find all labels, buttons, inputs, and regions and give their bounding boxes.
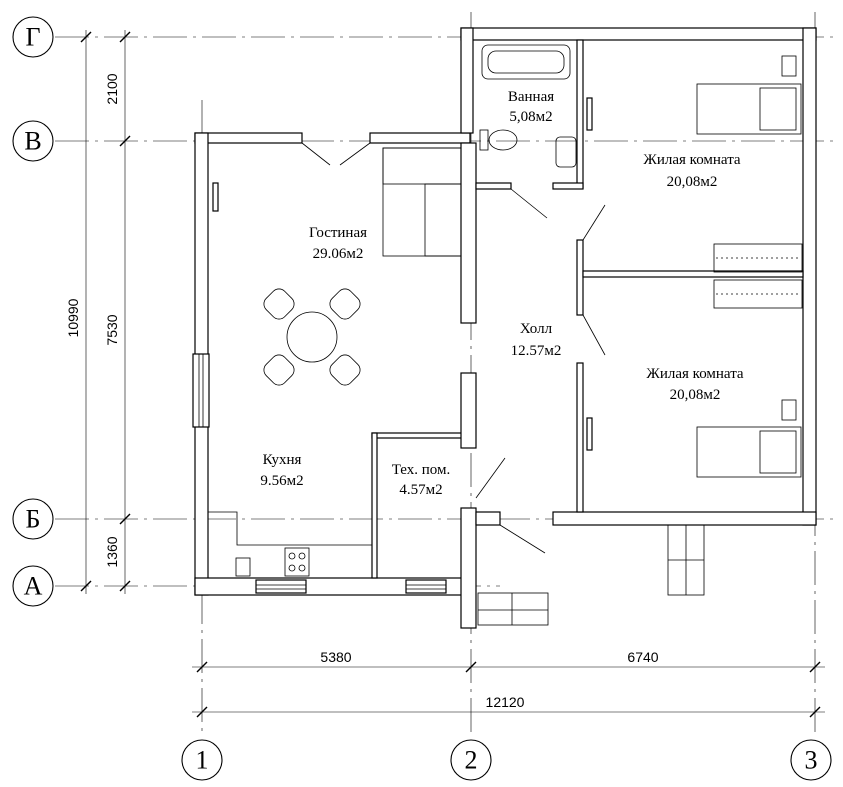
dim-bottom-left: 5380: [320, 649, 351, 665]
room-living-area: 29.06м2: [313, 246, 364, 262]
bed-icon-top: [696, 83, 802, 135]
room-kitchen-name: Кухня: [263, 452, 302, 468]
left-dimensions: 10990 2100 7530 1360: [65, 30, 131, 594]
dim-left-top: 2100: [104, 73, 120, 104]
room-bedroom-top-area: 20,08м2: [667, 174, 718, 190]
axis-marker-2-circle: [450, 739, 492, 781]
dim-bottom-right: 6740: [627, 649, 658, 665]
room-labels: Ванная 5,08м2 Гостиная 29.06м2 Жилая ком…: [260, 89, 744, 498]
room-living-name: Гостиная: [309, 225, 367, 241]
room-bedroom-bottom-area: 20,08м2: [670, 387, 721, 403]
doors: [301, 142, 606, 554]
bathtub-icon: [481, 44, 571, 80]
porch: [477, 524, 705, 626]
wardrobe-icon-top: [713, 243, 803, 273]
axis-marker-v-circle: [12, 120, 54, 162]
axis-marker-v: В: [24, 127, 41, 156]
axis-marker-b: Б: [26, 505, 41, 534]
wardrobe-icon-bottom: [713, 279, 803, 309]
room-hall-name: Холл: [520, 321, 553, 337]
axis-marker-3: 3: [805, 746, 818, 775]
room-tech-area: 4.57м2: [399, 482, 442, 498]
dim-left-overall: 10990: [65, 298, 81, 337]
dim-left-middle: 7530: [104, 314, 120, 345]
sofa-icon: [382, 147, 462, 257]
sink-icon: [555, 136, 577, 168]
room-tech-name: Тех. пом.: [392, 462, 451, 478]
toilet-icon: [488, 129, 518, 151]
bed-icon-bottom: [696, 426, 802, 478]
room-bedroom-bottom-name: Жилая комната: [646, 366, 744, 382]
room-kitchen-area: 9.56м2: [260, 473, 303, 489]
stove-icon: [284, 547, 310, 577]
axis-marker-g-circle: [12, 16, 54, 58]
dim-bottom-overall: 12120: [486, 694, 525, 710]
axis-marker-a-circle: [12, 565, 54, 607]
room-bedroom-top-name: Жилая комната: [643, 152, 741, 168]
axis-marker-3-circle: [790, 739, 832, 781]
windows: [192, 97, 593, 594]
axis-marker-g: Г: [25, 23, 40, 52]
axis-marker-1: 1: [196, 746, 209, 775]
room-bathroom-area: 5,08м2: [509, 109, 552, 125]
walls: [194, 27, 817, 629]
furniture: [208, 44, 803, 577]
dim-left-bottom: 1360: [104, 536, 120, 567]
room-bathroom-name: Ванная: [508, 89, 554, 105]
axis-marker-a: А: [24, 572, 43, 601]
axis-marker-2: 2: [465, 746, 478, 775]
room-hall-area: 12.57м2: [511, 343, 562, 359]
axis-marker-1-circle: [181, 739, 223, 781]
dining-table-icon: [286, 311, 338, 363]
axis-marker-b-circle: [12, 498, 54, 540]
axis-markers: Г В Б А 1 2 3: [12, 16, 832, 781]
bottom-dimensions: 5380 6740 12120: [192, 649, 825, 718]
